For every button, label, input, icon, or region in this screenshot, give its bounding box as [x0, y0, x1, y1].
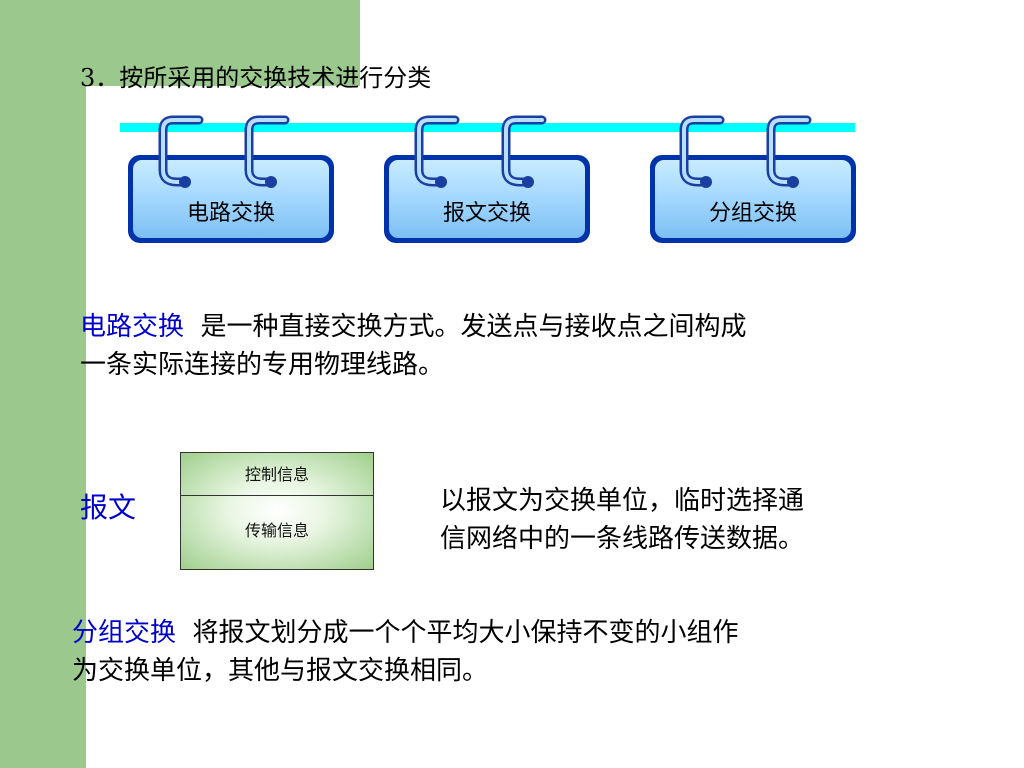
hook-icon	[244, 115, 290, 188]
packet-switching-label: 分组交换	[708, 201, 797, 226]
message-format-diagram: 控制信息 传输信息	[180, 452, 374, 570]
message-switching-label: 报文交换	[442, 201, 531, 226]
background-green-top	[0, 0, 360, 86]
slide-title: 3．按所采用的交换技术进行分类	[80, 64, 432, 92]
hook-icon	[414, 115, 460, 188]
payload-info-field: 传输信息	[244, 521, 309, 540]
hook-icon	[766, 115, 812, 188]
circuit-switching-label: 电路交换	[186, 201, 275, 226]
circuit-description-line2: 一条实际连接的专用物理线路。	[80, 350, 445, 380]
circuit-switching-paragraph: 电路交换 是一种直接交换方式。发送点与接收点之间构成 一条实际连接的专用物理线路…	[80, 308, 960, 384]
background-green-bar	[0, 0, 86, 768]
hook-icon	[158, 115, 204, 188]
packet-description-line2: 为交换单位，其他与报文交换相同。	[72, 656, 489, 686]
message-switching-paragraph: 以报文为交换单位，临时选择通 信网络中的一条线路传送数据。	[440, 482, 960, 558]
hook-icon	[501, 115, 547, 188]
circuit-description-line1: 是一种直接交换方式。发送点与接收点之间构成	[200, 312, 747, 342]
connection-rail	[120, 123, 855, 132]
message-description-line2: 信网络中的一条线路传送数据。	[440, 524, 805, 554]
packet-switching-term: 分组交换	[72, 618, 177, 648]
circuit-switching-term: 电路交换	[80, 312, 185, 342]
message-term: 报文	[80, 491, 137, 524]
control-info-field: 控制信息	[244, 465, 309, 484]
packet-switching-paragraph: 分组交换 将报文划分成一个个平均大小保持不变的小组作 为交换单位，其他与报文交换…	[72, 614, 972, 690]
message-description-line1: 以报文为交换单位，临时选择通	[440, 486, 805, 516]
field-divider	[181, 495, 373, 496]
hook-icon	[679, 115, 725, 188]
circuit-switching-box: 电路交换	[128, 155, 334, 243]
packet-description-line1: 将报文划分成一个个平均大小保持不变的小组作	[192, 618, 739, 648]
